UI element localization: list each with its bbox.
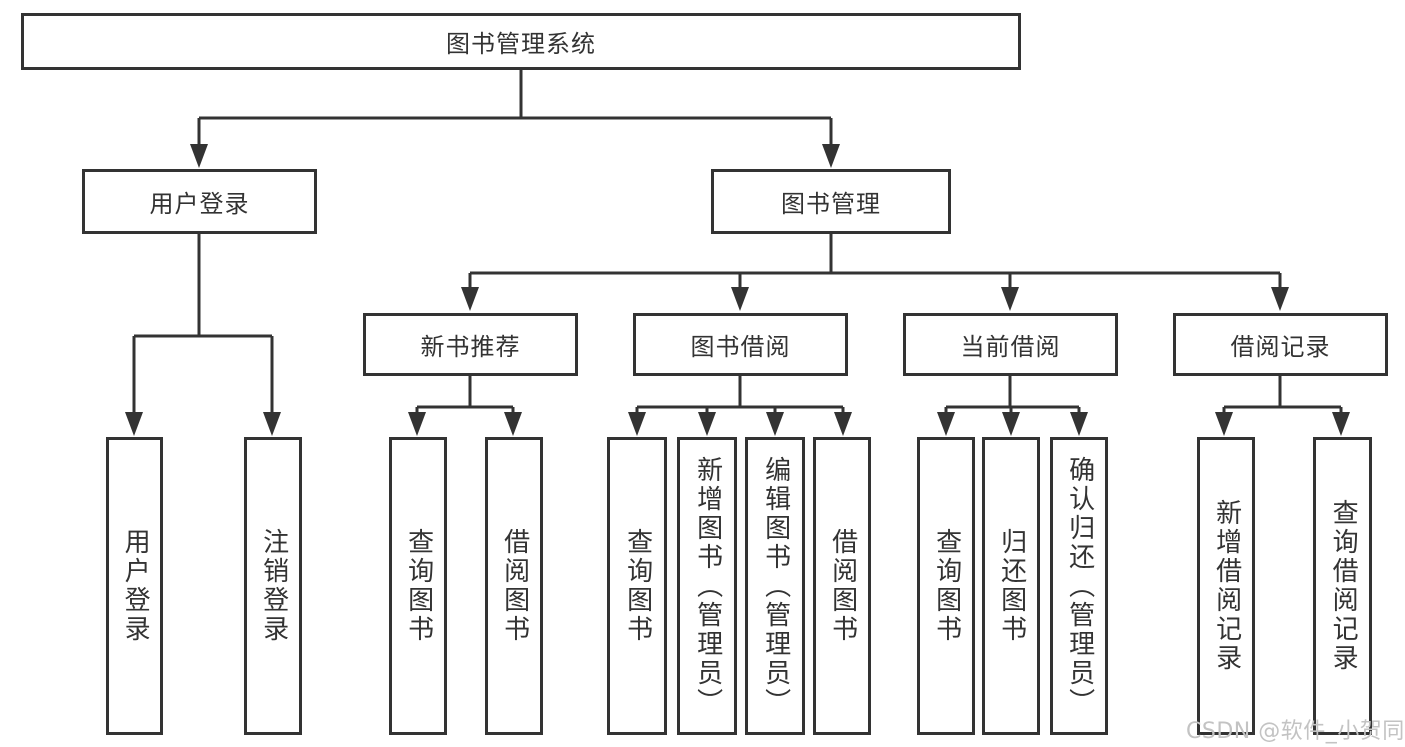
arrowhead — [822, 144, 840, 168]
connector-root-to-level2 — [197, 68, 833, 146]
node-user-login: 用户登录 — [82, 169, 317, 234]
arrowhead — [263, 412, 281, 436]
node-borrow-records: 借阅记录 — [1173, 313, 1388, 376]
node-root: 图书管理系统 — [21, 13, 1021, 70]
arrowhead — [408, 412, 426, 436]
arrowhead — [937, 412, 955, 436]
arrowhead — [766, 412, 784, 436]
node-logout: 注销登录 — [244, 437, 302, 735]
node-edit-book-admin: 编辑图书（管理员） — [745, 437, 805, 735]
node-confirm-return-admin: 确认归还（管理员） — [1050, 437, 1108, 735]
arrowhead — [1332, 412, 1350, 436]
node-label: 查询图书 — [403, 528, 434, 644]
node-label: 确认归还（管理员） — [1064, 455, 1095, 717]
arrowhead — [461, 287, 479, 311]
arrowhead — [731, 287, 749, 311]
node-query-books-1: 查询图书 — [389, 437, 447, 735]
csdn-watermark: CSDN @软件_小贺同学 — [1186, 719, 1405, 744]
node-current-borrow: 当前借阅 — [903, 313, 1118, 376]
arrowhead — [1271, 287, 1289, 311]
arrowhead — [628, 412, 646, 436]
arrowhead — [1215, 412, 1233, 436]
connector-book-borrow-children — [635, 376, 845, 413]
arrowhead — [1070, 412, 1088, 436]
node-label: 查询图书 — [622, 528, 653, 644]
node-borrow-books-1: 借阅图书 — [485, 437, 543, 735]
node-query-borrow-record: 查询借阅记录 — [1313, 437, 1372, 735]
node-book-borrow: 图书借阅 — [633, 313, 848, 376]
connector-book-mgmt-level3 — [468, 233, 1282, 289]
node-book-management: 图书管理 — [711, 169, 951, 234]
arrowhead — [1002, 412, 1020, 436]
connector-current-borrow-children — [944, 376, 1081, 413]
node-label: 新增图书（管理员） — [692, 455, 723, 717]
arrowhead — [834, 412, 852, 436]
node-label: 查询图书 — [931, 528, 962, 644]
arrowhead — [1001, 287, 1019, 311]
connector-new-book-children — [415, 376, 515, 413]
arrowhead — [125, 412, 143, 436]
arrowhead — [190, 144, 208, 168]
node-label: 用户登录 — [120, 528, 151, 644]
node-return-books: 归还图书 — [982, 437, 1040, 735]
node-user-login-action: 用户登录 — [106, 437, 163, 735]
node-query-books-2: 查询图书 — [607, 437, 667, 735]
arrowhead — [504, 412, 522, 436]
connector-borrow-records-children — [1222, 376, 1343, 413]
node-add-borrow-record: 新增借阅记录 — [1197, 437, 1255, 735]
node-label: 借阅图书 — [827, 528, 858, 644]
node-label: 编辑图书（管理员） — [760, 455, 791, 717]
arrowhead — [698, 412, 716, 436]
node-label: 新增借阅记录 — [1211, 499, 1242, 673]
node-label: 借阅图书 — [499, 528, 530, 644]
node-query-books-3: 查询图书 — [917, 437, 975, 735]
node-add-book-admin: 新增图书（管理员） — [677, 437, 737, 735]
connector-user-login-children — [132, 233, 274, 413]
node-new-book-recommend: 新书推荐 — [363, 313, 578, 376]
node-borrow-books-2: 借阅图书 — [813, 437, 871, 735]
node-label: 注销登录 — [258, 528, 289, 644]
node-label: 归还图书 — [996, 528, 1027, 644]
node-label: 查询借阅记录 — [1328, 499, 1359, 673]
